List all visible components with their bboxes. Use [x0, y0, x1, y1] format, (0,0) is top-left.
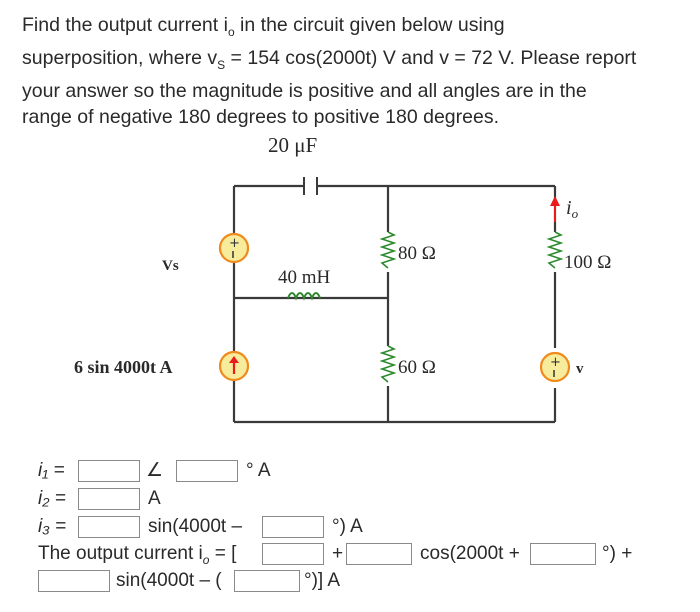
i3-magnitude-input[interactable] [78, 516, 140, 538]
inductor-label: 40 mH [278, 267, 331, 288]
i3-sin-text: sin(4000t – [148, 516, 243, 537]
inductor-symbol [287, 292, 321, 301]
i2-label: i₂ = [38, 488, 66, 509]
problem-line-3: your answer so the magnitude is positive… [22, 79, 587, 102]
problem-line-1: Find the output current io in the circui… [22, 14, 505, 39]
i1-unit: ° A [246, 460, 271, 481]
io-cos-text: cos(2000t + [420, 543, 520, 564]
vs-source-symbol: + [218, 232, 250, 264]
problem-statement: Find the output current io in the circui… [22, 12, 692, 130]
io-cos-angle-input[interactable] [530, 543, 596, 565]
io-prefix: The output current io = [ [38, 543, 237, 567]
r60-label: 60 Ω [398, 357, 436, 378]
io-plus: + [332, 543, 344, 564]
io-sin-text: sin(4000t – ( [116, 570, 222, 591]
v-label: v [576, 361, 584, 377]
capacitor-symbol [303, 177, 318, 195]
io-cos-magnitude-input[interactable] [346, 543, 412, 565]
svg-text:+: + [550, 355, 561, 370]
problem-line-4: range of negative 180 degrees to positiv… [22, 105, 500, 128]
io-arrow-icon [550, 196, 560, 222]
io-sin-angle-input[interactable] [234, 570, 300, 592]
vs-label: Vs [162, 258, 179, 274]
io-sin-magnitude-input[interactable] [38, 570, 110, 592]
io-label: io [566, 197, 579, 221]
i1-angle-input[interactable] [176, 460, 238, 482]
capacitor-label: 20 μF [268, 133, 317, 157]
resistor-60-symbol [379, 345, 397, 383]
r80-label: 80 Ω [398, 243, 436, 264]
v-source-symbol: + [539, 351, 571, 383]
io-deg-plus: °) + [602, 543, 633, 564]
i3-angle-input[interactable] [262, 516, 324, 538]
i1-angle-symbol: ∠ [146, 460, 164, 481]
io-dc-input[interactable] [262, 543, 324, 565]
problem-line-2: superposition, where vS = 154 cos(2000t)… [22, 46, 637, 72]
i1-label: i₁ = [38, 460, 65, 481]
resistor-100-symbol [546, 231, 564, 269]
resistor-80-symbol [379, 231, 397, 269]
i2-input[interactable] [78, 488, 140, 510]
r100-label: 100 Ω [564, 252, 611, 273]
current-source-symbol [218, 350, 250, 382]
i2-unit: A [148, 488, 161, 509]
i3-unit: °) A [332, 516, 363, 537]
wires [232, 184, 557, 424]
svg-text:+: + [229, 236, 240, 251]
i3-label: i₃ = [38, 516, 67, 537]
i1-magnitude-input[interactable] [78, 460, 140, 482]
io-end: °)] A [304, 570, 341, 591]
current-source-label: 6 sin 4000t A [74, 357, 173, 377]
